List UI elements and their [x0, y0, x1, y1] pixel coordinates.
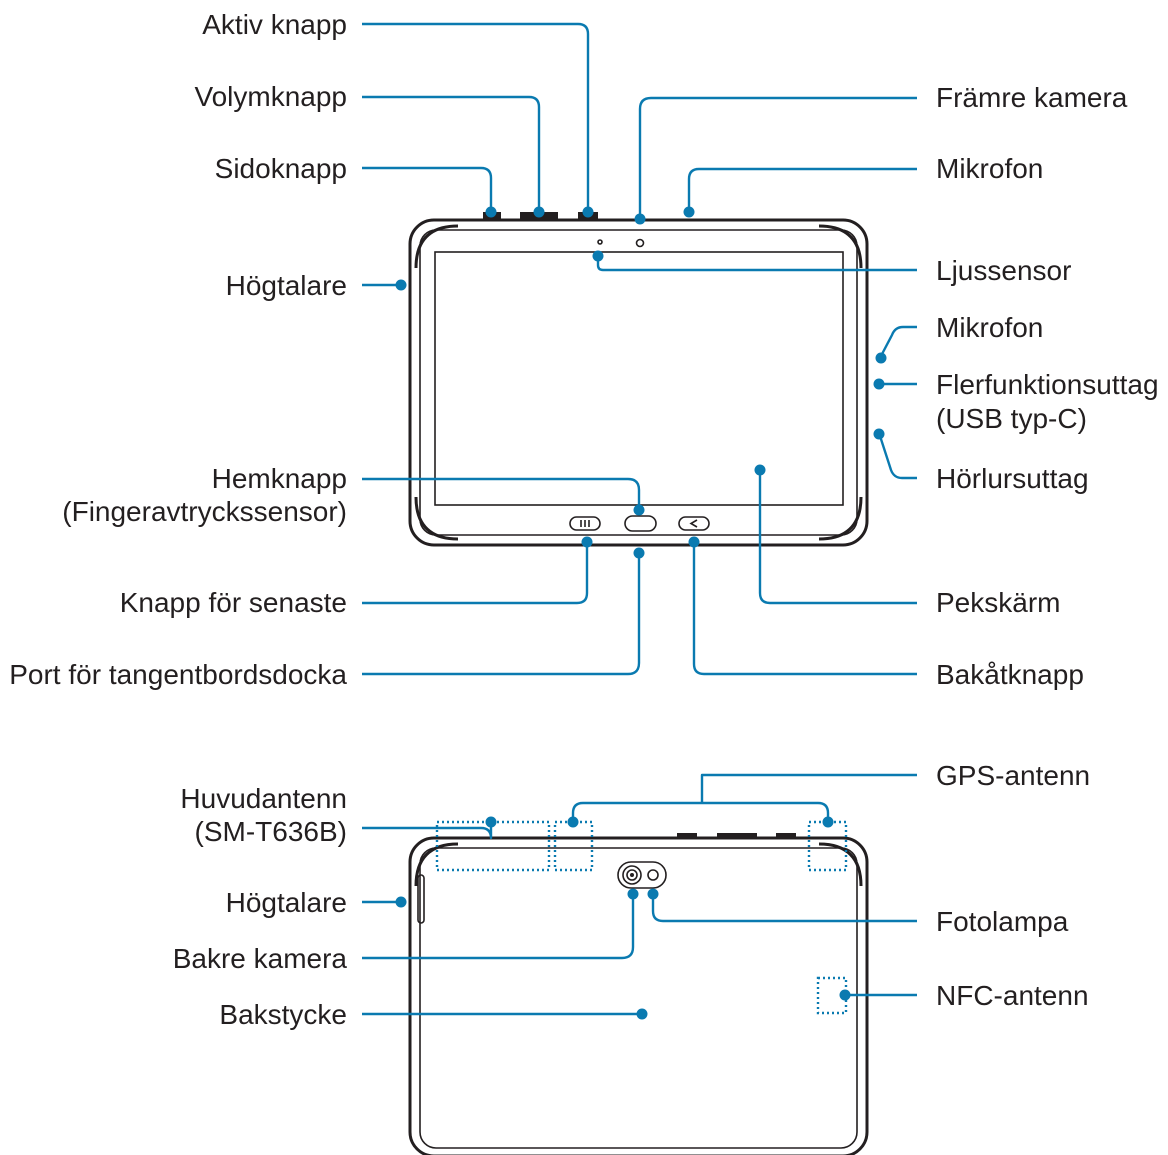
back-device [408, 820, 869, 1155]
label-home-key: Hemknapp [212, 463, 347, 494]
leader-gps-antenna [700, 773, 917, 803]
back-leaders [362, 773, 917, 1020]
front-left-leaders [362, 22, 645, 676]
label-main-antenna-sub: (SM-T636B) [195, 816, 347, 847]
leader-volume-key [362, 95, 541, 212]
flash-lamp-icon [647, 869, 659, 881]
camera-module-outline [617, 861, 667, 889]
bumper-bottom-right [818, 496, 863, 541]
back-key-glyph [689, 519, 698, 528]
leader-back-key [692, 542, 917, 676]
label-back-key: Bakåtknapp [936, 659, 1084, 690]
label-side-key: Sidoknapp [215, 153, 347, 184]
dot-active-key [582, 206, 594, 218]
label-nfc-antenna: NFC-antenn [936, 980, 1089, 1011]
label-speaker-front: Högtalare [226, 270, 347, 301]
bumper-bottom-left [414, 496, 459, 541]
back-inner-frame [419, 847, 858, 1149]
label-light-sensor: Ljussensor [936, 255, 1071, 286]
gps-antenna-region-left [553, 820, 594, 872]
rear-camera-lens [626, 869, 638, 881]
back-body-outline [408, 836, 869, 1155]
back-bumper-top-right [818, 842, 863, 887]
front-right-leaders [592, 96, 917, 676]
leader-side-key [362, 166, 493, 212]
leader-earphone-jack [878, 435, 917, 480]
front-camera-icon [635, 238, 645, 248]
leader-main-antenna [362, 822, 493, 840]
bumper-top-right [818, 224, 863, 269]
leader-flash [651, 894, 917, 923]
front-text-labels: Aktiv knapp Volymknapp Sidoknapp Högtala… [9, 9, 1158, 690]
leader-touchscreen [758, 470, 917, 605]
label-active-key: Aktiv knapp [202, 9, 347, 40]
leader-home-key [362, 477, 641, 510]
label-volume-key: Volymknapp [194, 81, 347, 112]
back-top-button-2 [717, 833, 757, 839]
leader-gps-antenna-bracket [571, 801, 830, 822]
label-rear-camera: Bakre kamera [173, 943, 348, 974]
label-earphone-jack: Hörlursuttag [936, 463, 1089, 494]
leader-active-key [362, 22, 590, 212]
leader-keyboard-dock [362, 553, 641, 676]
leader-rear-camera [362, 896, 635, 960]
front-inner-frame [419, 229, 858, 536]
leader-recents-key [362, 542, 589, 605]
label-keyboard-dock-port: Port för tangentbordsdocka [9, 659, 347, 690]
label-gps-antenna: GPS-antenn [936, 760, 1090, 791]
label-home-key-sub: (Fingeravtryckssensor) [62, 496, 347, 527]
gps-antenna-region-right [807, 820, 848, 872]
back-key-icon [678, 516, 710, 531]
leader-microphone-side [879, 325, 917, 357]
leader-microphone-top [687, 167, 917, 212]
label-flash: Fotolampa [936, 906, 1069, 937]
label-multipurpose-jack-sub: (USB typ-C) [936, 403, 1087, 434]
back-speaker-grille [417, 874, 425, 924]
rear-camera-lens-outer [622, 865, 642, 885]
label-back-cover: Bakstycke [219, 999, 347, 1030]
light-sensor-icon [597, 239, 603, 245]
label-recents-key: Knapp för senaste [120, 587, 347, 618]
label-main-antenna: Huvudantenn [180, 783, 347, 814]
label-microphone-top: Mikrofon [936, 153, 1043, 184]
leader-front-camera [638, 96, 917, 219]
back-text-labels: Huvudantenn (SM-T636B) Högtalare Bakre k… [173, 760, 1090, 1030]
recents-key-icon [569, 516, 601, 531]
back-top-button-3 [776, 833, 796, 839]
home-key-icon [624, 515, 657, 532]
bumper-top-left [414, 224, 459, 269]
label-front-camera: Främre kamera [936, 82, 1128, 113]
label-speaker-back: Högtalare [226, 887, 347, 918]
label-multipurpose-jack: Flerfunktionsuttag [936, 369, 1159, 400]
label-touchscreen: Pekskärm [936, 587, 1060, 618]
back-top-button-1 [677, 833, 697, 839]
label-microphone-side: Mikrofon [936, 312, 1043, 343]
back-bumper-top-left [414, 842, 459, 887]
touchscreen-panel [434, 251, 844, 506]
leader-light-sensor [596, 256, 917, 272]
